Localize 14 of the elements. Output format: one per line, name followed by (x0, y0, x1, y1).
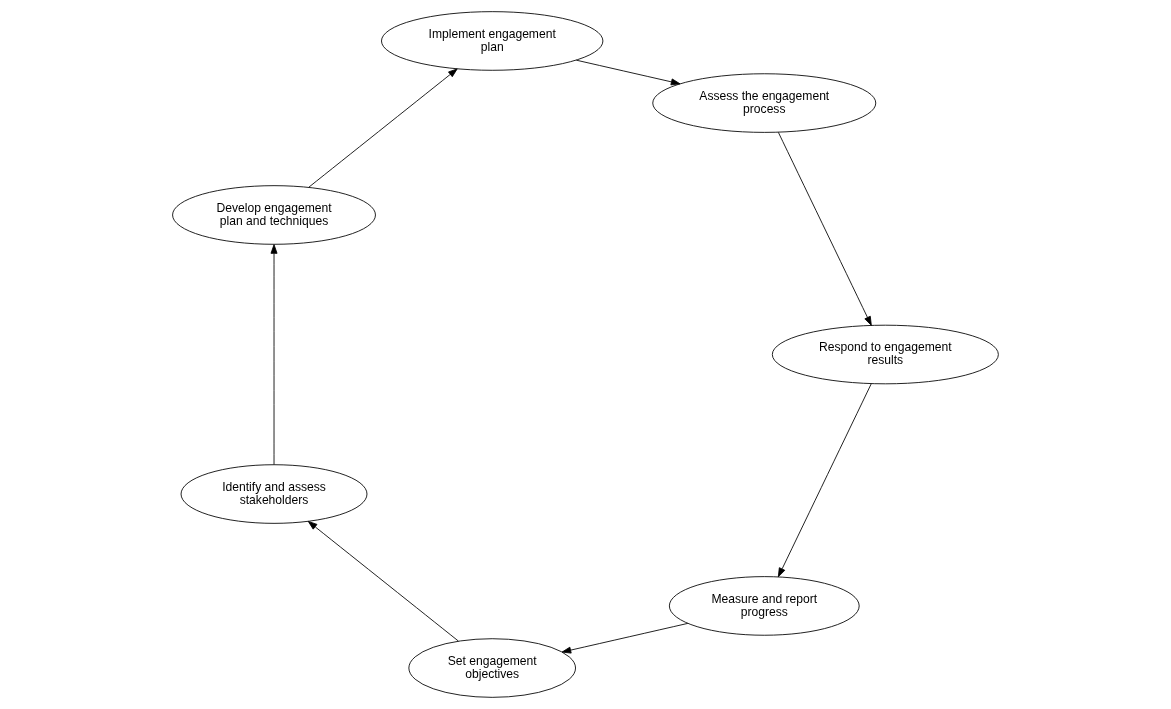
arrow (270, 244, 278, 465)
arrow (307, 520, 459, 642)
arrow (576, 59, 681, 86)
arrow (777, 383, 872, 578)
node-ellipse: Assess the engagement process (652, 73, 877, 133)
node-ellipse: Set engagement objectives (408, 638, 576, 698)
node-ellipse: Develop engagement plan and techniques (172, 185, 376, 245)
node-ellipse: Measure and report progress (668, 576, 860, 636)
node-ellipse: Identify and assess stakeholders (180, 464, 368, 524)
node-ellipse: Implement engagement plan (381, 11, 604, 71)
arrow (777, 131, 872, 326)
arrow (308, 68, 458, 188)
node-ellipse: Respond to engagement results (771, 324, 999, 385)
arrow (561, 622, 689, 654)
